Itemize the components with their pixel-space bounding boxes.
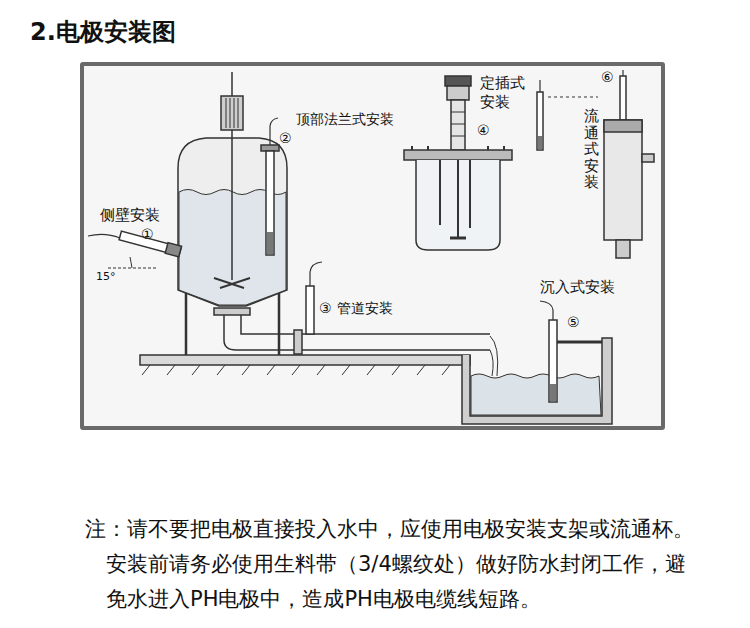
page-title: 2.电极安装图 xyxy=(30,18,176,47)
electrode-cable xyxy=(539,80,540,92)
electrode xyxy=(549,320,557,402)
callout-number: ⑤ xyxy=(567,314,580,331)
electrode xyxy=(306,286,314,334)
mount-bracket xyxy=(553,341,602,344)
motor-fins xyxy=(226,98,238,128)
flow-cell xyxy=(604,120,642,240)
callout-number: ④ xyxy=(477,122,490,139)
reactor-vessel xyxy=(416,160,500,250)
platform xyxy=(140,355,470,365)
holder-cap xyxy=(445,76,471,86)
flow-cell-cap xyxy=(604,120,642,132)
flange xyxy=(261,145,279,151)
water-stream xyxy=(490,336,498,376)
pipe-joint xyxy=(294,330,302,354)
callout-number: ⑥ xyxy=(601,69,614,86)
note-caption: 注：请不要把电极直接投入水中，应使用电极安装支架或流通杯。安装前请务必使用生料带… xyxy=(85,512,695,617)
stirrer xyxy=(450,237,466,240)
electrode-cable xyxy=(310,262,322,286)
angle-reference xyxy=(108,268,158,269)
electrode xyxy=(266,151,274,255)
electrode xyxy=(537,92,543,150)
motor xyxy=(221,96,243,130)
install-label: 顶部法兰式安装 xyxy=(296,111,394,128)
dashed-guide xyxy=(548,97,598,98)
flow-inlet xyxy=(642,154,654,162)
holder-rings xyxy=(451,112,465,136)
inner-electrodes xyxy=(440,160,470,238)
install-label: 定插式安装 xyxy=(480,74,525,112)
install-label: 侧壁安装 xyxy=(100,206,160,224)
electrode-cable xyxy=(88,234,120,238)
install-label: 沉入式安装 xyxy=(540,278,615,296)
electrode-tip xyxy=(538,136,542,149)
flow-outlet xyxy=(616,240,630,258)
electrode-cable xyxy=(540,301,553,320)
install-label: 流通式安装 xyxy=(584,108,599,191)
agitator-blade xyxy=(214,278,250,288)
holder-column xyxy=(451,100,465,150)
angle-arc xyxy=(130,257,132,268)
callout-number: ③ xyxy=(319,300,332,317)
angle-label: 15° xyxy=(96,270,116,283)
electrode-fitting xyxy=(165,243,181,257)
electrode-tip xyxy=(267,232,273,254)
electrode-cable xyxy=(270,118,278,145)
ground-hatch xyxy=(142,365,450,375)
pond-water xyxy=(471,374,601,415)
callout-number: ① xyxy=(141,226,154,243)
pipe xyxy=(224,315,490,350)
pond-wall xyxy=(462,338,612,424)
install-label: 管道安装 xyxy=(337,300,393,317)
reactor-lid xyxy=(404,150,512,160)
callout-number: ② xyxy=(279,130,292,147)
lid-bolts xyxy=(412,146,504,150)
electrode xyxy=(620,76,626,120)
holder-head xyxy=(447,86,469,100)
pipe-flange xyxy=(214,308,250,315)
electrode-tip xyxy=(550,384,556,401)
electrode-cable xyxy=(622,70,623,76)
